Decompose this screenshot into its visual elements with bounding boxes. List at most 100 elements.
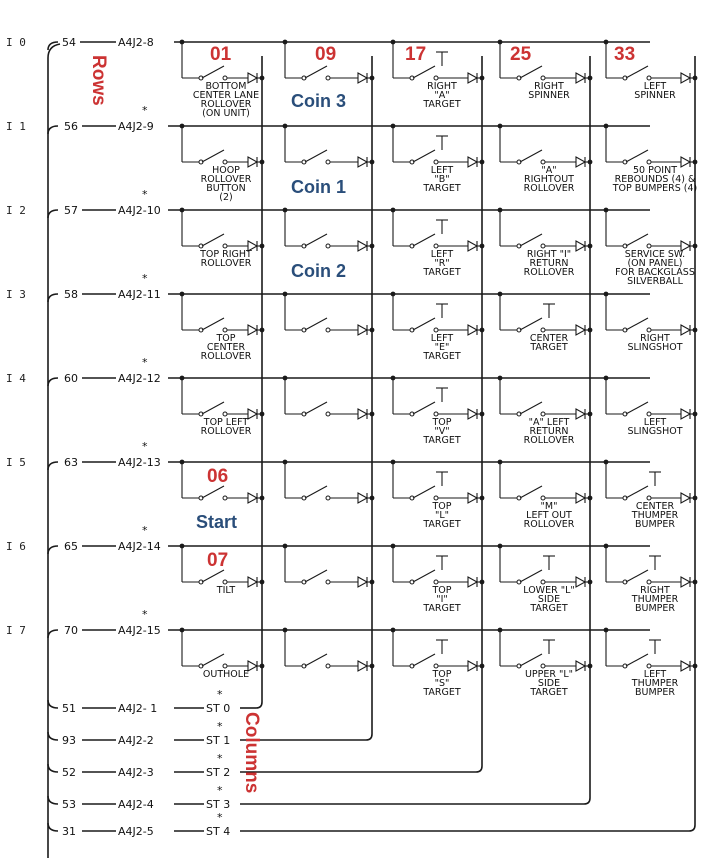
switch-contact: [222, 663, 228, 669]
column-strobe-label: ST 1: [206, 734, 230, 747]
switch-contact: [540, 75, 546, 81]
switch-label: TOP: [431, 669, 451, 680]
bus-junction-dot: [259, 663, 265, 669]
switch-label: SLINGSHOT: [627, 342, 682, 353]
switch-contact: [325, 327, 331, 333]
diode-icon: [680, 660, 692, 672]
switch-blade: [519, 233, 543, 247]
bus-junction-dot: [692, 495, 698, 501]
switch-label: "S": [435, 678, 450, 689]
switch-contact: [540, 495, 546, 501]
diode-icon: [680, 72, 692, 84]
row-star-mark: *: [142, 104, 148, 117]
switch-label: ROLLOVER: [524, 183, 575, 194]
row-star-mark: *: [142, 440, 148, 453]
row-connector-label: A4J2-8: [118, 36, 154, 49]
diode-icon: [575, 576, 587, 588]
row-entry-curve: [47, 209, 59, 219]
switch-label: LEFT: [644, 81, 667, 92]
switch-contact: [222, 327, 228, 333]
switch-label: RIGHTOUT: [524, 174, 574, 185]
column-star-mark: *: [217, 720, 223, 733]
switch-contact: [433, 663, 439, 669]
switch-label: TILT: [216, 585, 236, 596]
switch-label: 50 POINT: [633, 165, 677, 176]
column-pin-number: 93: [62, 734, 76, 747]
row-connector-label: A4J2-15: [118, 624, 161, 637]
row-pin-number: 58: [64, 288, 78, 301]
switch-blade: [201, 653, 225, 667]
row-pin-number: 56: [64, 120, 78, 133]
bus-junction-dot: [259, 75, 265, 81]
switch-label: "A": [434, 90, 449, 101]
row-pin-number: 65: [64, 540, 78, 553]
switch-label: ROLLOVER: [201, 99, 252, 110]
switch-contact: [325, 243, 331, 249]
switch-label: RIGHT: [640, 585, 670, 596]
diode-icon: [247, 576, 259, 588]
switch-contact: [433, 159, 439, 165]
switch-label: TOP: [431, 417, 451, 428]
switch-label: SIDE: [538, 678, 560, 689]
switch-contact: [325, 579, 331, 585]
column-pin-number: 31: [62, 825, 76, 838]
row-entry-curve: [47, 629, 59, 639]
row-connector-label: A4J2-13: [118, 456, 161, 469]
switch-contact: [646, 495, 652, 501]
switch-label: LEFT: [431, 165, 454, 176]
switch-contact: [540, 663, 546, 669]
switch-contact: [325, 411, 331, 417]
column-connector-label: A4J2-3: [118, 766, 154, 779]
row-io-label: I 6: [6, 540, 26, 553]
rows-annotation: Rows: [88, 55, 109, 106]
left-spine: [47, 43, 61, 858]
switch-contact: [325, 495, 331, 501]
switch-label: ROLLOVER: [201, 426, 252, 437]
diode-icon: [575, 240, 587, 252]
switch-contact: [222, 495, 228, 501]
switch-label: "M": [541, 501, 558, 512]
column-number-annotation: 33: [614, 44, 635, 65]
switch-contact: [540, 159, 546, 165]
switch-contact: [646, 663, 652, 669]
switch-label: TOP BUMPERS (4): [612, 183, 698, 194]
diode-icon: [680, 408, 692, 420]
row-io-label: I 3: [6, 288, 26, 301]
switch-label: BUTTON: [206, 183, 246, 194]
coin1-annotation: Coin 1: [291, 177, 346, 197]
switch-label: TOP RIGHT: [199, 249, 252, 260]
switch-label: TOP LEFT: [203, 417, 249, 428]
row-pin-number: 63: [64, 456, 78, 469]
diode-icon: [357, 156, 369, 168]
column-bus-corner: [688, 824, 696, 832]
switch-contact: [222, 243, 228, 249]
bus-junction-dot: [369, 243, 375, 249]
row-entry-curve: [47, 545, 59, 555]
switch-label: "E": [435, 342, 450, 353]
diode-icon: [467, 72, 479, 84]
row-pin-number: 54: [62, 36, 76, 49]
switch-blade: [304, 233, 328, 247]
switch-label: BOTTOM: [206, 81, 247, 92]
column-entry-curve: [47, 699, 59, 709]
column-entry-curve: [47, 731, 59, 741]
bus-junction-dot: [587, 411, 593, 417]
switch-label: BUMPER: [635, 603, 675, 614]
column-number-annotation: 25: [510, 44, 532, 65]
switch-label: ROLLOVER: [201, 174, 252, 185]
switch-blade: [201, 569, 225, 583]
diode-icon: [575, 408, 587, 420]
switch-blade: [519, 65, 543, 79]
switch-label: TOP: [215, 333, 235, 344]
column-entry-curve: [47, 795, 59, 805]
diode-icon: [680, 492, 692, 504]
bus-junction-dot: [259, 495, 265, 501]
column-connector-label: A4J2- 1: [118, 702, 157, 715]
row-star-mark: *: [142, 356, 148, 369]
bus-junction-dot: [692, 663, 698, 669]
bus-junction-dot: [479, 327, 485, 333]
coin2-annotation: Coin 2: [291, 261, 346, 281]
switch-label: CENTER: [530, 333, 569, 344]
switch-label: (ON PANEL): [627, 258, 682, 269]
switch-contact: [540, 243, 546, 249]
